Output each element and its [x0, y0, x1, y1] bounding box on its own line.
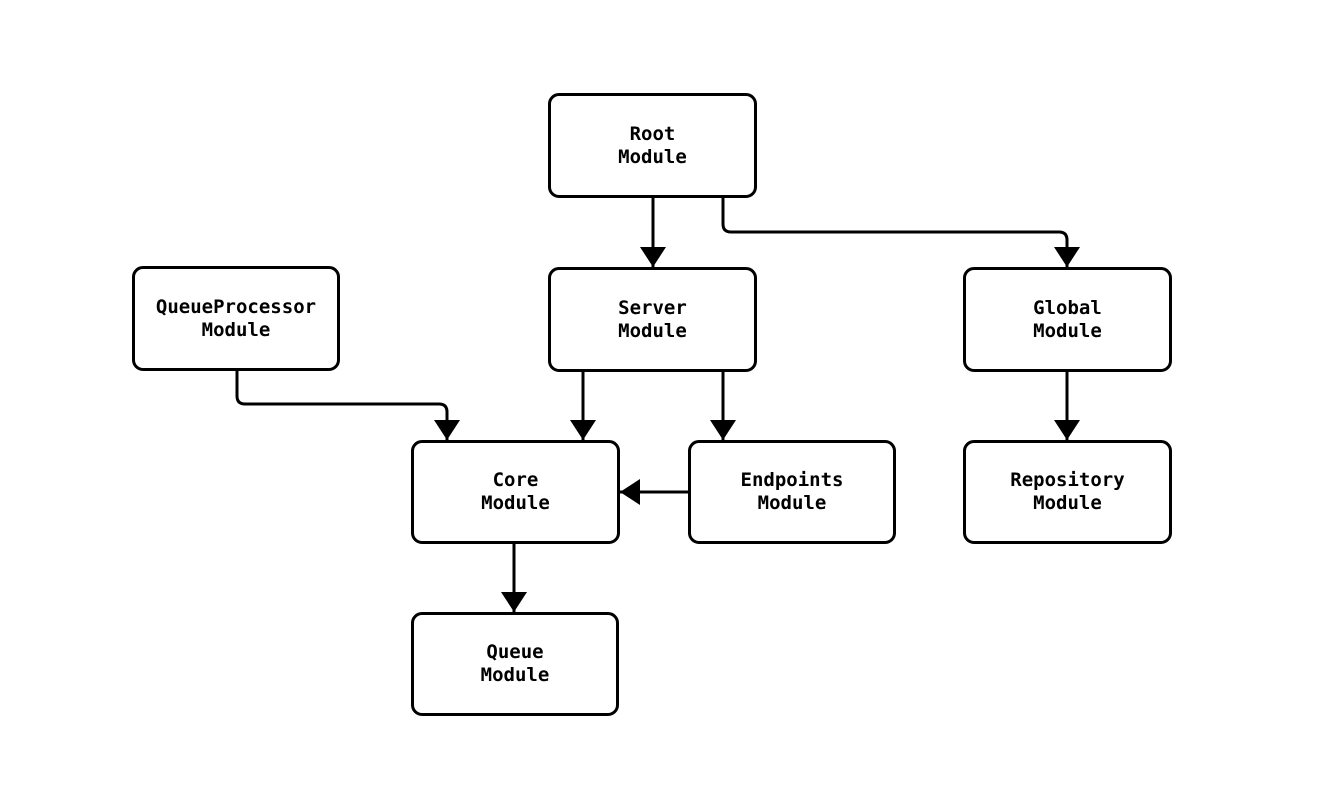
- node-label: Module: [480, 664, 550, 686]
- node-label: Module: [1033, 319, 1102, 342]
- node-label: Endpoints: [740, 469, 844, 491]
- node-repository-module: Repository Module: [963, 440, 1172, 544]
- edge-queue-processor-to-core: [235, 371, 460, 440]
- node-label: Module: [757, 492, 827, 514]
- node-label: Root: [629, 122, 676, 145]
- node-label: Module: [481, 492, 550, 514]
- node-global-module: Global Module: [963, 267, 1172, 372]
- node-core-module: Core Module: [411, 440, 620, 544]
- node-label: Module: [618, 145, 687, 168]
- edge-root-to-global: [721, 198, 1080, 267]
- node-label: Module: [618, 319, 687, 342]
- node-label: Server: [618, 296, 687, 319]
- node-label: Core: [492, 469, 539, 491]
- node-root-module: Root Module: [548, 93, 757, 198]
- node-server-module: Server Module: [548, 267, 757, 372]
- node-label: Module: [1033, 492, 1102, 514]
- node-label: QueueProcessor: [155, 295, 317, 318]
- node-label: Global: [1033, 296, 1102, 319]
- node-endpoints-module: Endpoints Module: [688, 440, 896, 544]
- node-queue-processor-module: QueueProcessor Module: [132, 266, 340, 371]
- node-label: Queue: [486, 641, 544, 663]
- node-label: Repository: [1010, 469, 1125, 491]
- node-label: Module: [201, 318, 271, 341]
- node-queue-module: Queue Module: [411, 612, 619, 716]
